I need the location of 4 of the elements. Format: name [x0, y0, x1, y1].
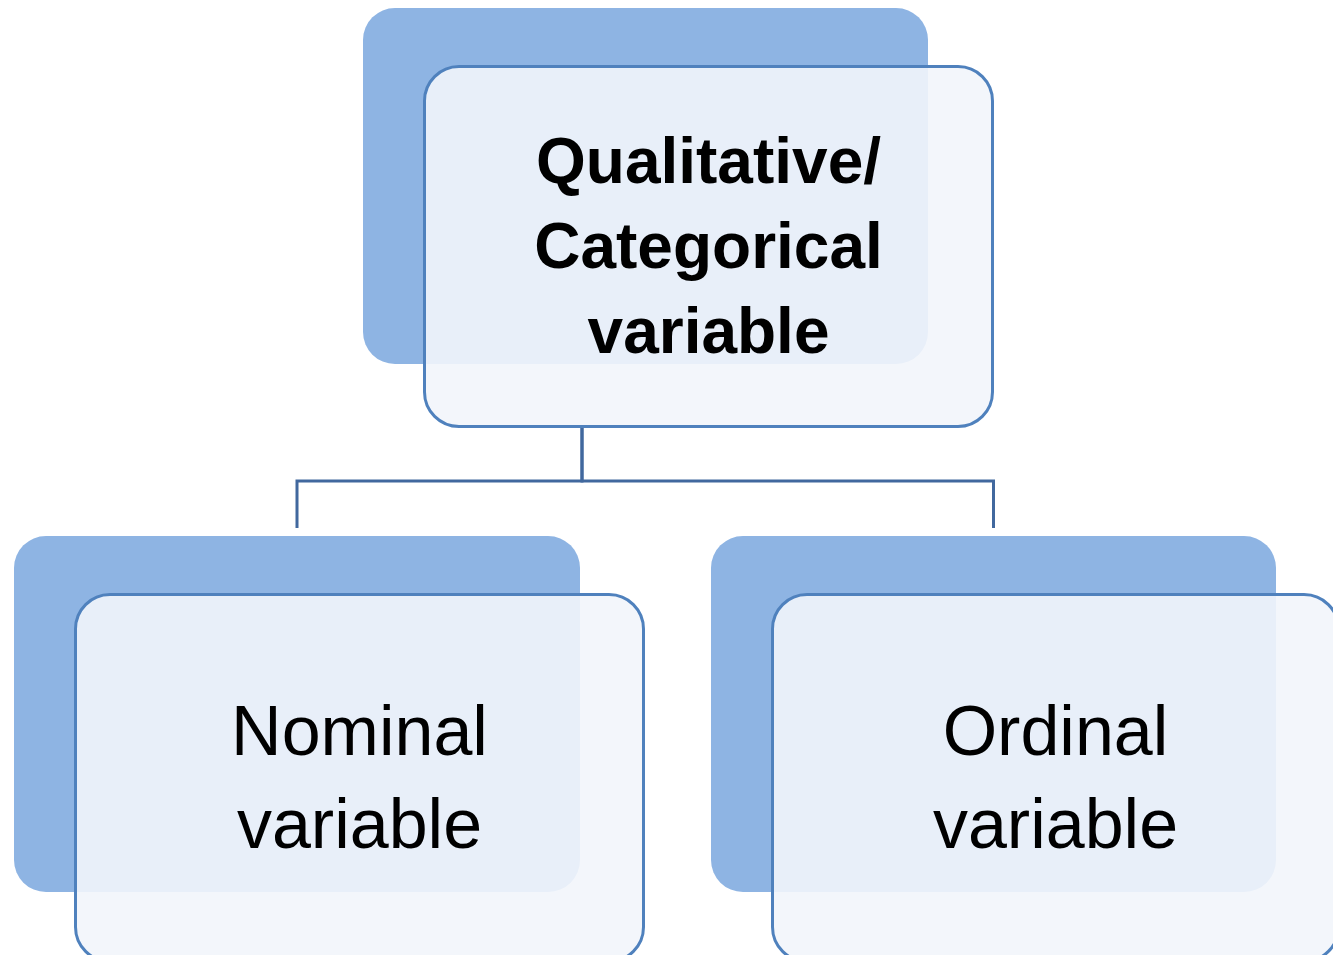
card-title: Ordinal variable: [931, 690, 1180, 865]
connector-line: [580, 428, 995, 528]
card-title: Nominal variable: [230, 690, 489, 865]
card-title: Qualitative/ Categorical variable: [533, 123, 884, 370]
